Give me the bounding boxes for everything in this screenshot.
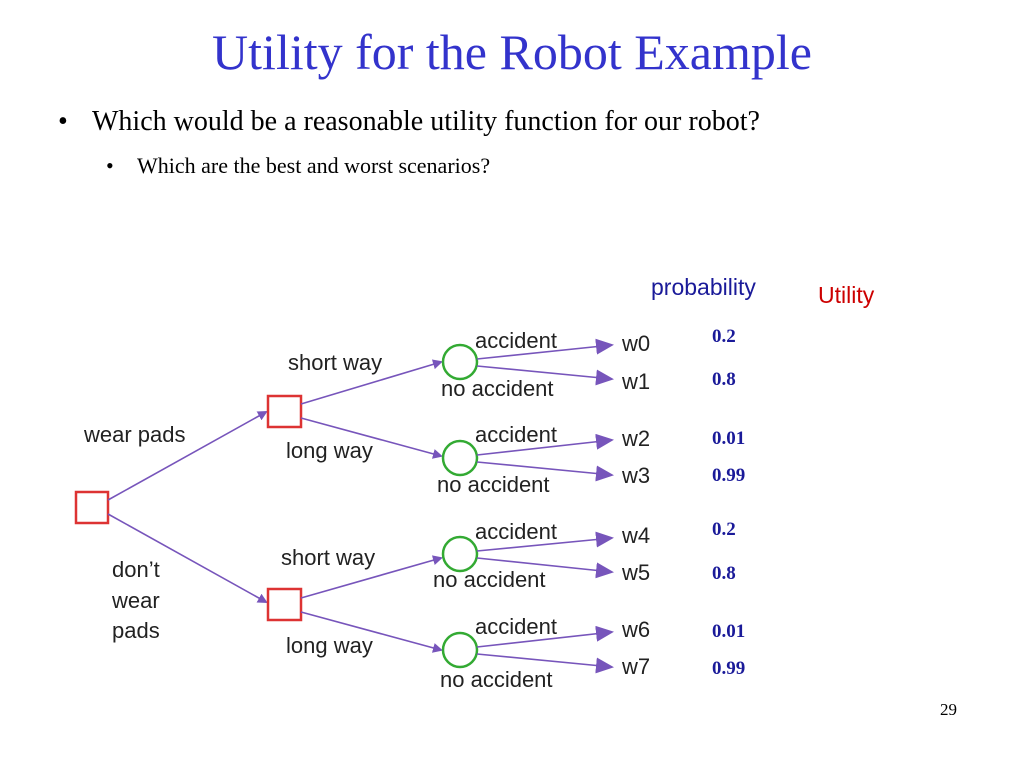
short-way-label: short way (281, 545, 375, 570)
dont-wear-pads-decision-node (266, 587, 303, 622)
accident-label: accident (475, 422, 557, 447)
bullet-dot: • (58, 106, 68, 137)
short-way-label: short way (288, 350, 382, 375)
dont-wear-pads-label-line-1: don’t (112, 557, 160, 582)
accident-arrow (476, 625, 614, 648)
world-label-w4: w4 (621, 523, 650, 548)
no-accident-arrow (476, 461, 614, 482)
bullet-dot: • (106, 153, 114, 178)
no-accident-label: no accident (440, 667, 553, 692)
utility-header: Utility (818, 282, 875, 308)
long-way-label: long way (286, 633, 373, 658)
world-label-w3: w3 (621, 463, 650, 488)
accident-label: accident (475, 328, 557, 353)
no-accident-label: no accident (433, 567, 546, 592)
no-accident-arrow (476, 365, 614, 386)
probability-w1: 0.8 (712, 369, 736, 390)
bullet-1-text: Which would be a reasonable utility func… (92, 106, 760, 137)
wear-pads-label: wear pads (83, 422, 186, 447)
no-accident-label: no accident (441, 376, 554, 401)
route-arrow (300, 611, 443, 653)
bullet-2-text: Which are the best and worst scenarios? (137, 153, 491, 178)
slide-title: Utility for the Robot Example (212, 24, 812, 80)
no-accident-label: no accident (437, 472, 550, 497)
world-label-w0: w0 (621, 331, 650, 356)
root-decision-node (74, 490, 110, 525)
chance-node (441, 343, 479, 381)
world-label-w7: w7 (621, 654, 650, 679)
accident-arrow (476, 531, 614, 552)
dont-wear-pads-label-line-3: pads (112, 618, 160, 643)
route-arrow (300, 555, 443, 599)
dont-wear-pads-label-line-2: wear (111, 588, 160, 613)
no-accident-arrow (476, 653, 614, 674)
probability-w3: 0.99 (712, 465, 746, 486)
chance-node (441, 439, 479, 477)
accident-label: accident (475, 614, 557, 639)
accident-arrow (476, 338, 614, 360)
world-label-w6: w6 (621, 617, 650, 642)
no-accident-arrow (476, 557, 614, 579)
route-arrow (300, 359, 443, 405)
page-number: 29 (940, 700, 957, 719)
world-label-w2: w2 (621, 426, 650, 451)
probability-w7: 0.99 (712, 658, 746, 679)
accident-arrow (476, 433, 614, 456)
probability-w0: 0.2 (712, 326, 736, 347)
probability-w6: 0.01 (712, 621, 746, 642)
probability-header: probability (651, 274, 756, 300)
long-way-label: long way (286, 438, 373, 463)
chance-node (441, 535, 479, 573)
world-label-w1: w1 (621, 369, 650, 394)
route-arrow (300, 417, 443, 459)
probability-w4: 0.2 (712, 519, 736, 540)
wear-pads-branch-arrow (107, 411, 268, 501)
wear-pads-decision-node (266, 394, 303, 429)
dont-wear-pads-branch-arrow (107, 513, 268, 603)
accident-label: accident (475, 519, 557, 544)
chance-node (441, 631, 479, 669)
probability-w2: 0.01 (712, 428, 746, 449)
probability-w5: 0.8 (712, 563, 736, 584)
world-label-w5: w5 (621, 560, 650, 585)
